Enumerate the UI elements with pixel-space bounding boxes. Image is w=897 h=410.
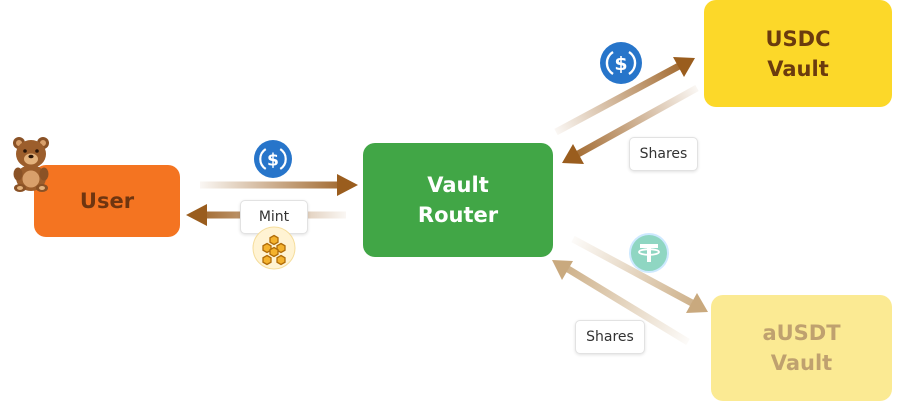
usdc-icon: $ [254, 140, 292, 178]
vault-router-label-line1: Vault [427, 173, 489, 197]
arrow-ausdt-vault-to-router [552, 260, 690, 345]
ausdt-vault-node: aUSDT Vault [711, 295, 892, 401]
user-label: User [79, 189, 135, 213]
vault-router-label-line2: Router [417, 203, 499, 227]
bear-icon [8, 134, 54, 192]
svg-text:$: $ [267, 150, 279, 170]
shares-tag-ausdt: Shares [575, 320, 645, 354]
shares-tag-usdc: Shares [629, 137, 698, 171]
ausdt-vault-label-line1: aUSDT [762, 321, 841, 345]
svg-text:$: $ [614, 53, 627, 75]
ausdt-vault-label-line2: Vault [770, 351, 833, 375]
arrow-usdc-vault-to-router [562, 84, 699, 164]
usdc-icon: $ [600, 42, 642, 84]
usdc-vault-node: USDC Vault [704, 0, 892, 107]
tether-icon [629, 233, 669, 273]
usdc-vault-label-line2: Vault [767, 56, 829, 81]
arrow-router-to-usdc-vault [554, 57, 695, 136]
arrow-router-to-ausdt-vault [571, 235, 708, 313]
arrow-user-to-router [200, 174, 358, 196]
usdc-vault-label-line1: USDC [765, 26, 831, 51]
user-node: User [34, 165, 180, 237]
honeycomb-icon [252, 226, 296, 270]
vault-router-node: Vault Router [363, 143, 553, 257]
